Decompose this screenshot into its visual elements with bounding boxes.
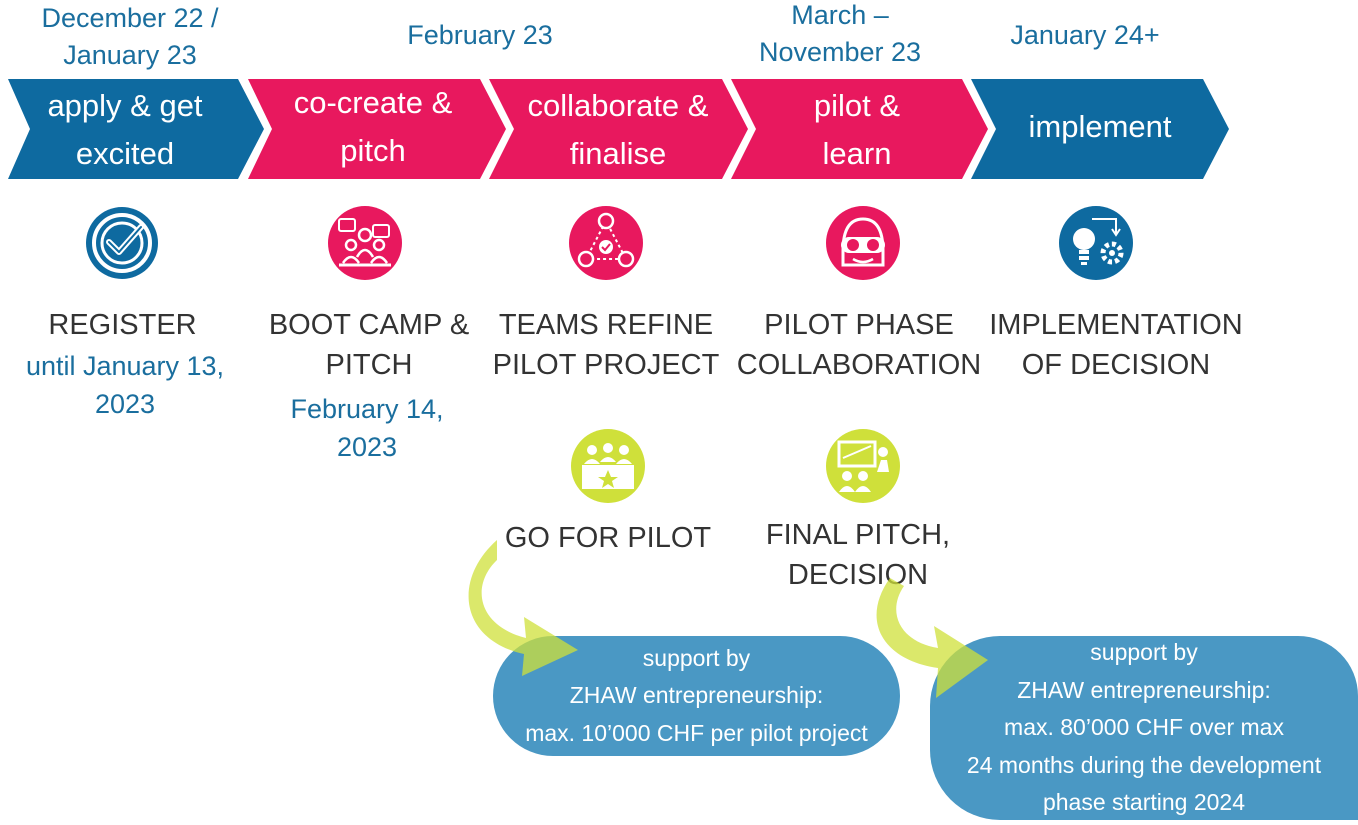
date-december-january: December 22 / January 23 [41, 3, 219, 70]
date-march-november: March – November 23 [758, 0, 922, 67]
collaboration-network-icon [569, 206, 643, 280]
team-discussion-icon [328, 206, 402, 280]
phase-label-pilot: pilot & learn [813, 88, 901, 171]
checkmark-circle-icon [86, 207, 158, 279]
phase-label-implement: implement [1028, 109, 1172, 144]
step-heading-teams-refine: TEAMS REFINE PILOT PROJECT [492, 309, 720, 381]
phase-arrow-apply [8, 79, 264, 179]
support-bubble-pilot: support by ZHAW entrepreneurship: max. 1… [493, 636, 900, 756]
step-date-register: until January 13, 2023 [25, 351, 225, 419]
milestone-heading-go-for-pilot: GO FOR PILOT [504, 522, 712, 554]
date-january-24: January 24+ [1010, 20, 1160, 50]
support-bubble-development: support by ZHAW entrepreneurship: max. 8… [930, 636, 1358, 820]
presentation-icon [826, 429, 900, 503]
step-date-boot-camp: February 14, 2023 [290, 394, 444, 462]
step-heading-boot-camp: BOOT CAMP & PITCH [268, 309, 470, 381]
step-heading-implementation: IMPLEMENTATION OF DECISION [989, 309, 1243, 381]
phase-label-collaborate: collaborate & finalise [527, 88, 709, 171]
milestone-heading-final-pitch: FINAL PITCH, DECISION [765, 519, 951, 591]
phase-label-co-create: co-create & pitch [293, 85, 453, 168]
step-heading-register: REGISTER [48, 309, 197, 341]
jury-panel-icon [571, 429, 645, 503]
phase-arrow-implement [971, 79, 1229, 179]
phase-arrow-co-create [248, 79, 506, 179]
phase-arrow-collaborate [489, 79, 748, 179]
lightbulb-gear-icon [1059, 206, 1133, 280]
pilot-helmet-icon [826, 206, 900, 280]
date-february: February 23 [407, 20, 553, 50]
phase-label-apply: apply & get excited [47, 88, 203, 171]
phase-arrow-pilot [731, 79, 988, 179]
step-heading-pilot-phase: PILOT PHASE COLLABORATION [736, 309, 982, 381]
